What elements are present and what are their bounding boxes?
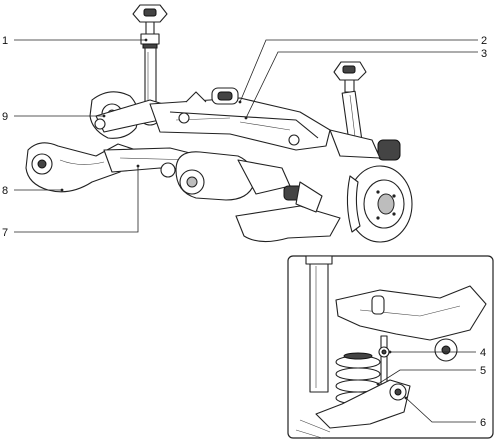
inset-detail-panel bbox=[287, 255, 494, 439]
rear-differential bbox=[160, 151, 303, 201]
callout-numbers: 1 2 3 4 5 6 7 8 9 bbox=[2, 35, 487, 429]
right-lower-arm bbox=[235, 181, 341, 243]
callout-4: 4 bbox=[480, 347, 486, 359]
leader-line-5 bbox=[377, 369, 476, 385]
callout-3: 3 bbox=[481, 48, 487, 60]
right-brake-disc bbox=[346, 165, 413, 243]
callout-6: 6 bbox=[480, 417, 486, 429]
inset-lower-arm bbox=[295, 379, 411, 439]
callout-1: 1 bbox=[2, 35, 8, 47]
callout-8: 8 bbox=[2, 185, 8, 197]
leader-line-2 bbox=[239, 39, 478, 103]
callout-7: 7 bbox=[2, 227, 8, 239]
main-suspension-assembly bbox=[25, 4, 413, 243]
callout-9: 9 bbox=[2, 111, 8, 123]
leader-line-3 bbox=[245, 51, 478, 119]
inset-shock-absorber bbox=[305, 255, 333, 393]
leader-line-7 bbox=[14, 166, 139, 233]
right-shock-absorber bbox=[333, 61, 367, 149]
inset-subframe bbox=[335, 285, 487, 362]
callout-5: 5 bbox=[480, 365, 486, 377]
leader-line-6 bbox=[405, 397, 476, 423]
callout-2: 2 bbox=[481, 35, 487, 47]
leader-lines bbox=[14, 38, 478, 423]
rear-subframe bbox=[149, 87, 401, 161]
